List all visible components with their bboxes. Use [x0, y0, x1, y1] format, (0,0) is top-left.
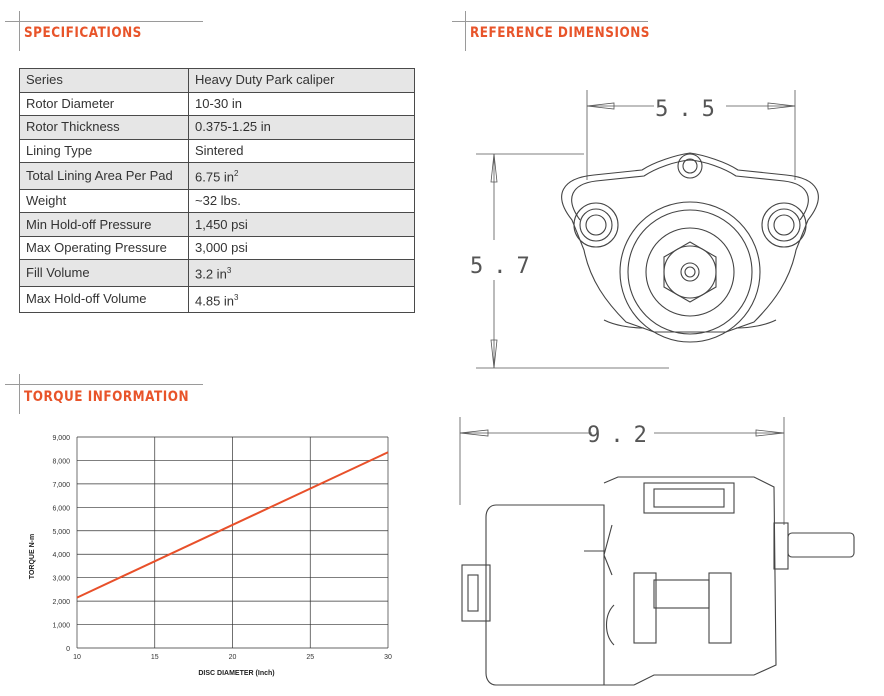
- y-tick-label: 9,000: [52, 435, 70, 442]
- spec-row: Rotor Thickness 0.375-1.25 in: [19, 115, 415, 140]
- width-arrow-left-icon: [586, 102, 615, 110]
- spec-value-text: 3,000 psi: [195, 240, 248, 256]
- spec-label: Fill Volume: [19, 259, 189, 287]
- x-tick-label: 10: [73, 654, 81, 661]
- spec-value-text: 6.75 in: [195, 169, 235, 185]
- width-arrow-right-icon: [767, 102, 796, 110]
- spec-value: ~32 lbs.: [188, 188, 415, 214]
- spec-label: Max Hold-off Volume: [19, 285, 189, 314]
- specifications-rule-tick: [19, 11, 20, 51]
- spec-value-text: ~32 lbs.: [195, 193, 241, 208]
- spec-value: 3,000 psi: [188, 235, 415, 261]
- spec-value: 4.85 in3: [188, 285, 415, 314]
- reference-dimensions-rule-tick: [465, 11, 466, 51]
- spec-row: Lining Type Sintered: [19, 138, 415, 164]
- x-axis-label: DISC DIAMETER (Inch): [198, 670, 274, 677]
- spec-label: Max Operating Pressure: [19, 235, 189, 261]
- spec-value-unit-exponent: 2: [234, 169, 239, 179]
- spec-label: Series: [19, 68, 189, 93]
- spec-value-unit-exponent: 3: [226, 266, 232, 276]
- spec-value: 0.375-1.25 in: [188, 115, 415, 140]
- spec-value-text: 10-30 in: [195, 95, 242, 111]
- x-tick-label: 20: [229, 654, 237, 661]
- spec-value: Heavy Duty Park caliper: [188, 68, 415, 93]
- spec-label: Rotor Diameter: [19, 91, 189, 117]
- spec-row: Rotor Diameter 10-30 in: [19, 91, 415, 117]
- spec-value-text: 3.2 in: [195, 266, 227, 282]
- spec-row: Weight ~32 lbs.: [19, 188, 415, 214]
- height-arrow-bottom-icon: [490, 339, 498, 369]
- height-dimension-label: 5.7: [470, 254, 540, 279]
- torque-information-heading: TORQUE INFORMATION: [24, 389, 190, 405]
- y-tick-label: 3,000: [52, 576, 70, 583]
- spec-label: Rotor Thickness: [19, 115, 189, 140]
- spec-value: 1,450 psi: [188, 212, 415, 237]
- torque-information-rule: [5, 384, 203, 385]
- y-tick-label: 4,000: [52, 552, 70, 559]
- spec-label: Min Hold-off Pressure: [19, 212, 189, 237]
- spec-row: Min Hold-off Pressure 1,450 psi: [19, 212, 415, 237]
- torque-information-rule-tick: [19, 374, 20, 414]
- spec-row: Max Operating Pressure 3,000 psi: [19, 235, 415, 261]
- x-tick-label: 30: [384, 654, 392, 661]
- y-tick-label: 2,000: [52, 599, 70, 606]
- spec-value-text: 0.375-1.25 in: [195, 119, 271, 135]
- reference-dimensions-rule: [452, 21, 648, 22]
- spec-value-unit-exponent: 3: [234, 292, 239, 302]
- x-tick-label: 15: [151, 654, 159, 661]
- spec-value: 10-30 in: [188, 91, 415, 117]
- y-axis-label: TORQUE N-m: [29, 534, 36, 579]
- caliper-front-view-drawing: 5.5 5.7: [470, 90, 819, 369]
- y-tick-label: 8,000: [52, 458, 70, 465]
- height-arrow-top-icon: [490, 153, 498, 183]
- spec-value: 3.2 in3: [188, 259, 415, 287]
- torque-chart: 0 1,000 2,000 3,000 4,000 5,000 6,000 7,000 8,00…: [29, 435, 392, 677]
- length-arrow-right-icon: [755, 429, 785, 437]
- y-tick-label: 6,000: [52, 505, 70, 512]
- spec-value-text: Sintered: [195, 143, 244, 159]
- length-arrow-left-icon: [459, 429, 489, 437]
- spec-label: Total Lining Area Per Pad: [19, 162, 189, 190]
- spec-row: Series Heavy Duty Park caliper: [19, 68, 415, 93]
- length-dimension-label: 9.2: [587, 423, 657, 448]
- caliper-side-body: [461, 476, 855, 686]
- width-dimension-label: 5.5: [655, 97, 725, 122]
- y-tick-label: 0: [66, 646, 70, 653]
- x-tick-label: 25: [306, 654, 314, 661]
- y-tick-label: 7,000: [52, 482, 70, 489]
- spec-value-text: 1,450 psi: [195, 216, 248, 232]
- spec-value-text: 4.85 in: [195, 293, 235, 309]
- caliper-side-view-drawing: 9.2: [459, 417, 855, 686]
- y-tick-label: 5,000: [52, 529, 70, 536]
- specifications-rule: [5, 21, 203, 22]
- spec-label: Weight: [19, 188, 189, 214]
- torque-series-line: [76, 451, 389, 599]
- specifications-heading: SPECIFICATIONS: [24, 25, 142, 41]
- reference-dimensions-heading: REFERENCE DIMENSIONS: [470, 25, 650, 41]
- spec-label: Lining Type: [19, 138, 189, 164]
- spec-value-text: Heavy Duty Park caliper: [195, 72, 335, 88]
- spec-value: Sintered: [188, 138, 415, 164]
- caliper-front-body: [561, 152, 819, 343]
- spec-value: 6.75 in2: [188, 162, 415, 190]
- y-tick-label: 1,000: [52, 623, 70, 630]
